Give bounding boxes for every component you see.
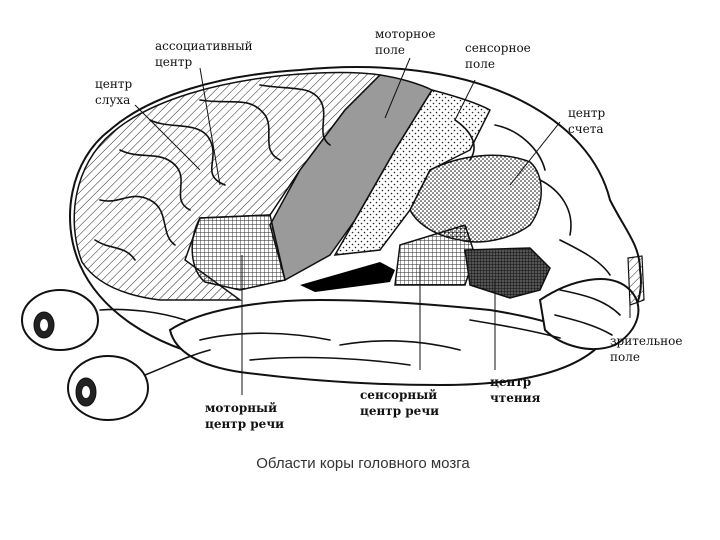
eyeball-upper — [21, 289, 99, 351]
gyri-lines — [94, 84, 621, 366]
leader-lines — [134, 57, 631, 395]
visual-field-label: зрительное поле — [610, 334, 686, 364]
motor-field-label: моторное поле — [375, 27, 439, 57]
counting-center-label: центр счета — [568, 106, 609, 136]
hearing-center-label: центр слуха — [95, 77, 136, 107]
cerebellum-outline — [538, 278, 640, 350]
optic-nerve-upper — [99, 308, 186, 321]
associative-center-label: ассоциативный центр — [155, 39, 256, 69]
associative-region — [73, 71, 382, 301]
sensory-field-label: сенсорное поле — [465, 41, 535, 71]
visual-field-region — [627, 255, 645, 306]
sensory-speech-center-label: сенсорный центр речи — [360, 388, 441, 418]
lateral-sulcus-fill — [300, 262, 395, 292]
sensory-field-region — [333, 89, 491, 256]
figure-caption: Области коры головного мозга — [256, 455, 470, 472]
reading-center-region — [464, 247, 551, 299]
motor-speech-center-region — [191, 214, 286, 291]
optic-nerve-lower — [144, 349, 211, 376]
eyeball-lower — [67, 355, 149, 421]
reading-center-label: центр чтения — [490, 375, 541, 405]
motor-speech-center-label: моторный центр речи — [205, 401, 284, 431]
